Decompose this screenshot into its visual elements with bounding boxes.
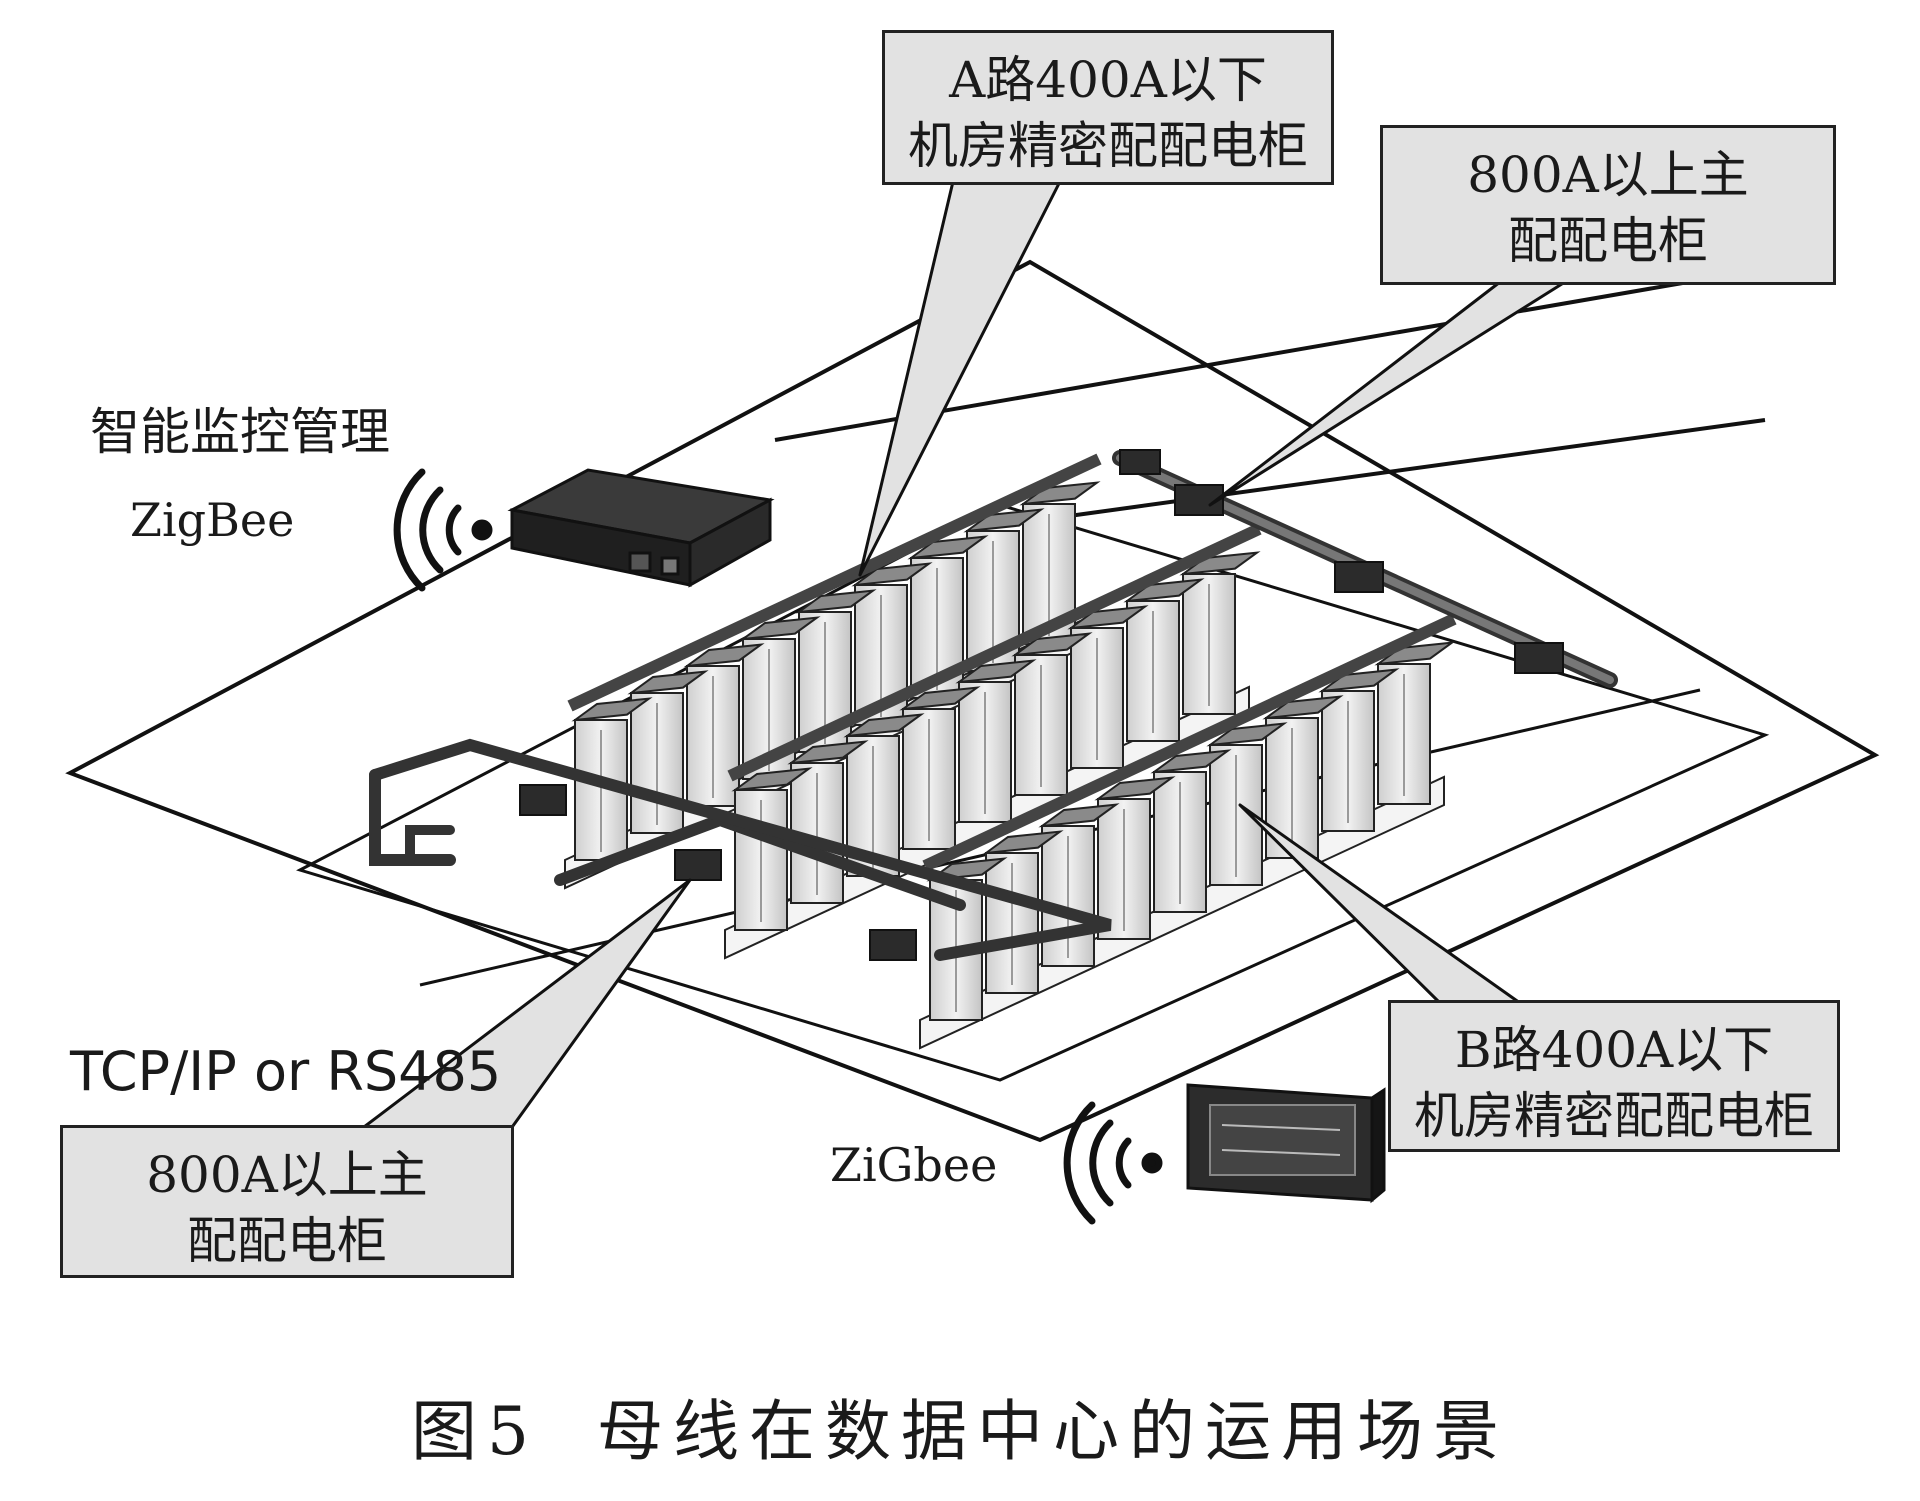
monitor-panel-icon	[1186, 1083, 1386, 1204]
callout-b-path-cabinet: B路400A以下 机房精密配配电柜	[1388, 1000, 1840, 1152]
callout-b-path-line2: 机房精密配配电柜	[1414, 1087, 1814, 1145]
server-rack-icon	[1067, 605, 1149, 769]
callout-a-path-line1: A路400A以下	[949, 51, 1267, 109]
wireless-signal-icon	[393, 468, 493, 592]
callout-main-cabinet-left: 800A以上主 配配电柜	[60, 1125, 514, 1278]
protocol-label: TCP/IP or RS485	[70, 1040, 502, 1103]
callout-pointers	[358, 150, 1567, 1132]
row-busway	[567, 453, 1102, 712]
server-rack-icon	[787, 740, 869, 904]
row-busway	[727, 523, 1262, 782]
server-rack-icon	[982, 830, 1064, 994]
callout-main-left-line1: 800A以上主	[146, 1146, 428, 1204]
figure-number: 图5	[411, 1393, 539, 1470]
server-rack-icon	[1318, 668, 1400, 832]
server-rack-icon	[1038, 803, 1120, 967]
monitoring-label: 智能监控管理	[90, 403, 390, 461]
server-rack-icon	[899, 686, 981, 850]
server-rack-icon	[1094, 776, 1176, 940]
server-rack-rows	[564, 453, 1457, 1050]
server-rack-icon	[1150, 749, 1232, 913]
callout-main-top-line2: 配配电柜	[1508, 212, 1708, 270]
server-rack-icon	[627, 670, 709, 834]
callout-main-cabinet-top: 800A以上主 配配电柜	[1380, 125, 1836, 285]
figure-caption: 图5 母线在数据中心的运用场景	[0, 1378, 1920, 1474]
figure-title: 母线在数据中心的运用场景	[597, 1393, 1509, 1470]
zigbee-label-top: ZigBee	[130, 493, 295, 547]
callout-main-top-line1: 800A以上主	[1467, 146, 1749, 204]
server-rack-icon	[1011, 632, 1093, 796]
gateway-device-icon	[507, 468, 775, 588]
server-rack-icon	[731, 767, 813, 931]
callout-main-left-line2: 配配电柜	[187, 1212, 387, 1270]
wireless-signal-icon	[1063, 1101, 1163, 1225]
server-rack-icon	[1262, 695, 1344, 859]
server-rack-icon	[1374, 641, 1456, 805]
server-rack-icon	[955, 659, 1037, 823]
row-busway	[922, 613, 1457, 872]
server-rack-icon	[1123, 578, 1205, 742]
zigbee-label-bottom: ZiGbee	[830, 1138, 998, 1192]
callout-a-path-cabinet: A路400A以下 机房精密配配电柜	[882, 30, 1334, 185]
server-rack-icon	[1179, 551, 1261, 715]
callout-b-path-line1: B路400A以下	[1454, 1021, 1774, 1079]
server-rack-icon	[683, 643, 765, 807]
callout-a-path-line2: 机房精密配配电柜	[908, 117, 1308, 175]
